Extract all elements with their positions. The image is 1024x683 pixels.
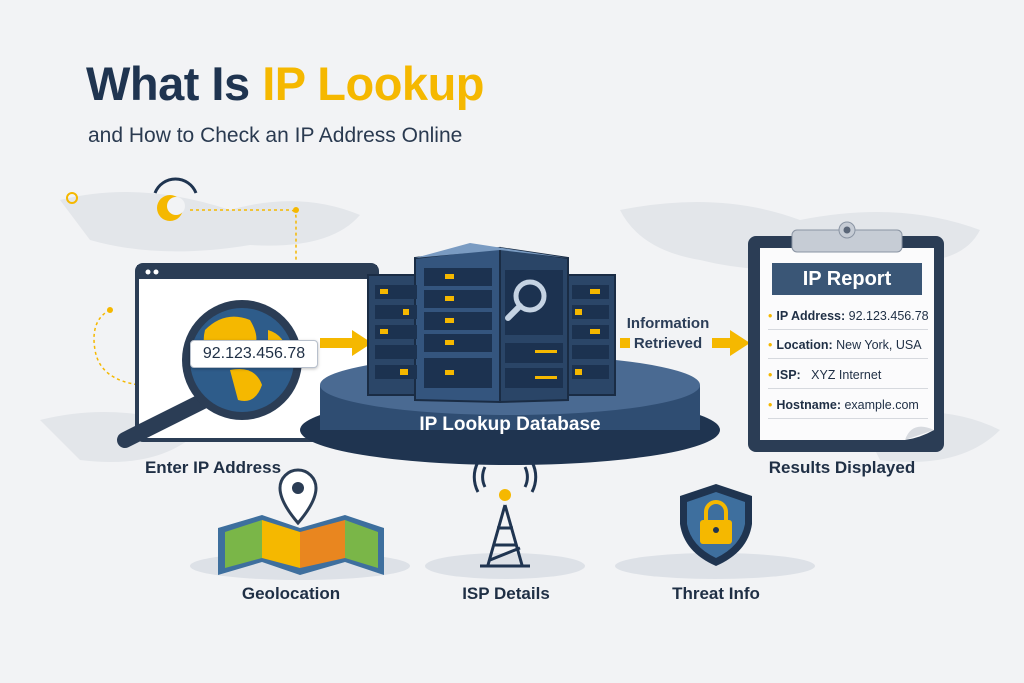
page-title: What Is IP Lookup [86, 56, 484, 111]
title-prefix: What Is [86, 57, 263, 110]
report-title: IP Report [772, 263, 922, 295]
report-value: New York, USA [836, 338, 922, 352]
results-displayed-label: Results Displayed [768, 458, 916, 477]
report-key: IP Address: [776, 309, 846, 323]
report-key: Hostname: [776, 398, 841, 412]
report-key: ISP: [776, 368, 801, 382]
report-value: example.com [844, 398, 919, 412]
report-key: Location: [776, 338, 833, 352]
server-rack-icon [367, 243, 616, 404]
feature-geolocation-label: Geolocation [241, 584, 341, 603]
report-row: •IP Address: 92.123.456.78 [768, 309, 929, 330]
report-row: •Location: New York, USA [768, 338, 928, 359]
shadow [615, 553, 815, 579]
info-line-1: Information [626, 315, 710, 332]
report-value: XYZ Internet [811, 368, 882, 382]
arrow-right-icon [320, 330, 372, 356]
title-highlight: IP Lookup [262, 57, 484, 110]
info-line-2: Retrieved [633, 335, 703, 352]
information-retrieved-label: Information Retrieved [627, 314, 710, 354]
page-subtitle: and How to Check an IP Address Online [88, 124, 463, 147]
database-label: IP Lookup Database [419, 414, 601, 435]
report-value: 92.123.456.78 [848, 309, 929, 323]
shield-lock-icon [680, 484, 752, 566]
map-pin-icon [218, 468, 384, 575]
location-target-icon [153, 177, 198, 221]
decor-dot [66, 192, 78, 204]
antenna-tower-icon [472, 461, 538, 568]
ip-address-input: 92.123.456.78 [190, 340, 318, 368]
arrow-stub [620, 338, 630, 348]
decor-dot [107, 307, 113, 313]
report-row: •Hostname: example.com [768, 398, 928, 419]
feature-isp-label: ISP Details [462, 584, 550, 603]
enter-ip-label: Enter IP Address [144, 458, 282, 477]
report-row: •ISP: XYZ Internet [768, 368, 928, 389]
feature-threat-label: Threat Info [672, 584, 760, 603]
decor-dot [293, 207, 299, 213]
arrow-right-icon [712, 330, 750, 356]
